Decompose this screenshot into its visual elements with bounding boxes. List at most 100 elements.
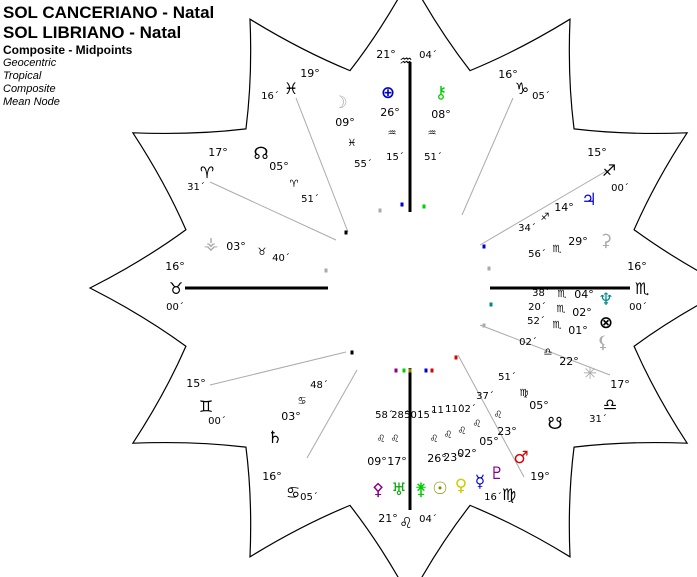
planet-minute: 58´ [375, 409, 393, 421]
pholus-icon: ⚴ [372, 480, 384, 500]
planet-sign: ♏ [553, 320, 562, 331]
planet-minute: 38´ [532, 287, 550, 299]
cusp-degree: 16° [498, 68, 518, 81]
planet-degree: 09° [335, 116, 355, 129]
node-icon: ☊ [253, 144, 268, 164]
planet-degree: 09° [367, 455, 387, 468]
mercury-icon: ☿ [475, 472, 485, 492]
planet-minute: 37´ [476, 390, 494, 402]
planet-sign: ♐ [541, 212, 550, 223]
cusp-degree: 17° [610, 378, 630, 391]
planet-degree: 04° [574, 288, 594, 301]
south-node-icon: ☋ [547, 414, 562, 434]
cusp-minute: 05´ [300, 491, 318, 503]
house-cusp-line [295, 97, 349, 233]
jupiter-icon: ♃ [581, 190, 596, 210]
planet-degree: 26° [427, 452, 447, 465]
planet-degree: 05° [269, 160, 289, 173]
uranus-icon: ♅ [391, 480, 406, 500]
planet-degree: 02° [457, 447, 477, 460]
planet-minute: 48´ [310, 379, 328, 391]
planet-marker [487, 266, 491, 271]
cusp-minute: 00´ [629, 301, 647, 313]
sagittarius-icon: ♐ [602, 161, 616, 180]
planet-sign: ♎ [544, 347, 553, 358]
cusp-degree: 15° [186, 377, 206, 390]
chart-title-2: SOL LIBRIANO - Natal [3, 23, 182, 42]
chart-kind: Composite - Midpoints [3, 43, 133, 57]
cusp-degree: 16° [262, 470, 282, 483]
planet-minute: 15´ [386, 151, 404, 163]
planet-sign: ♏ [553, 244, 562, 255]
proserpina-icon: ⚳ [600, 231, 612, 251]
planet-sign: ♋ [298, 396, 307, 407]
planet-minute: 02´ [519, 336, 537, 348]
planet-marker [424, 368, 428, 373]
planet-minute: 20´ [528, 301, 546, 313]
cusp-degree: 21° [378, 512, 398, 525]
planet-sign: ♌ [494, 410, 503, 421]
scalloped-border [88, 0, 697, 577]
cusp-minute: 00´ [611, 182, 629, 194]
cancer-icon: ♋ [286, 483, 300, 502]
planet-marker [422, 204, 426, 209]
option-composite: Composite [3, 83, 56, 95]
venus-icon: ♀ [455, 476, 467, 496]
planet-sign: ♒ [428, 128, 437, 139]
cusp-degree: 16° [627, 260, 647, 273]
chart-title-1: SOL CANCERIANO - Natal [3, 3, 215, 22]
planet-degree: 05° [529, 399, 549, 412]
planet-degree: 23° [497, 425, 517, 438]
cusp-minute: 00´ [166, 301, 184, 313]
gemini-icon: ♊ [199, 397, 213, 416]
planet-marker [400, 202, 404, 207]
house-cusp-line [479, 169, 609, 246]
chiron-icon: ⚷ [435, 83, 447, 103]
planet-minute: 15´ [417, 409, 435, 421]
house-cusp-line [461, 97, 514, 216]
planet-minute: 50´ [404, 409, 422, 421]
mars-icon: ♂ [513, 448, 528, 468]
cusp-degree: 17° [208, 146, 228, 159]
house-cusp-line [209, 181, 337, 241]
libra-icon: ♎ [603, 395, 617, 414]
sun-icon: ☉ [432, 479, 447, 499]
house-cusp-line [479, 324, 611, 376]
planet-minute: 28´ [391, 409, 409, 421]
house-lines [185, 62, 630, 510]
cusp-minute: 16´ [261, 90, 279, 102]
option-geocentric: Geocentric [3, 57, 57, 69]
planet-degree: 29° [568, 235, 588, 248]
planet-minute: 51´ [498, 371, 516, 383]
planet-marker [408, 368, 412, 373]
lune-icon: ⚵ [415, 480, 427, 500]
cusp-minute: 31´ [187, 181, 205, 193]
planet-sign: ♈ [290, 179, 299, 190]
cusp-minute: 00´ [208, 415, 226, 427]
planet-minute: 56´ [528, 248, 546, 260]
planet-marker [344, 230, 348, 235]
cusp-minute: 16´ [484, 491, 502, 503]
pisces-icon: ♓ [284, 79, 298, 98]
scorpio-icon: ♏ [635, 279, 649, 298]
planet-degree: 02° [572, 306, 592, 319]
planet-marker [378, 208, 382, 213]
planet-sign: ♌ [458, 426, 467, 437]
moon-icon: ☽ [332, 93, 347, 113]
aquarius-icon: ♒ [399, 52, 412, 70]
planet-minute: 51´ [301, 193, 319, 205]
cusp-degree: 19° [530, 470, 550, 483]
planet-sign: ♓ [348, 138, 357, 149]
planet-minute: 02´ [458, 403, 476, 415]
ceres-icon: ✳ [583, 364, 597, 384]
cusp-minute: 31´ [589, 413, 607, 425]
planet-degree: 23° [443, 451, 463, 464]
planet-degree: 17° [387, 455, 407, 468]
cusp-degree: 19° [300, 67, 320, 80]
planet-marker [482, 244, 486, 249]
planet-marker [454, 355, 458, 360]
capricorn-icon: ♑ [515, 79, 529, 98]
planet-degree: 01° [568, 324, 588, 337]
leo-icon: ♌ [399, 514, 412, 532]
